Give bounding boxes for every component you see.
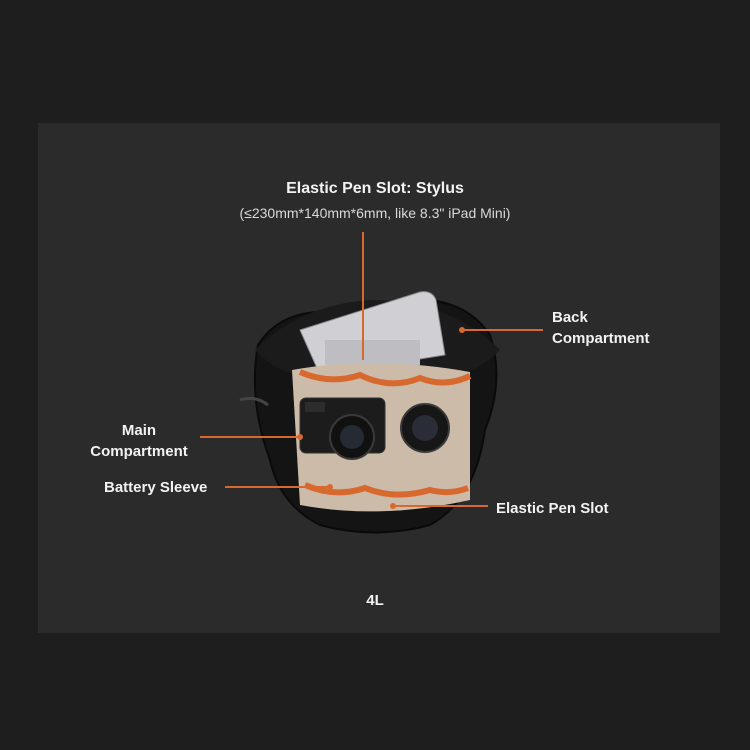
page-subtitle: (≤230mm*140mm*6mm, like 8.3" iPad Mini) [239, 205, 511, 221]
leader-dot-back [459, 327, 465, 333]
bag-strap [239, 396, 269, 407]
callout-main-compartment: Main Compartment [84, 420, 194, 462]
tablet-screen [325, 340, 420, 365]
leader-dot-main [297, 434, 303, 440]
orange-divider-top [298, 369, 472, 387]
orange-divider-bottom [303, 482, 470, 498]
spare-lens-glass [412, 415, 438, 441]
callout-back-line1: Back [552, 309, 588, 326]
callout-back-compartment: Back Compartment [552, 307, 650, 349]
callout-battery-sleeve: Battery Sleeve [104, 479, 208, 496]
camera-viewfinder [305, 402, 325, 412]
callout-main-line2: Compartment [90, 443, 188, 460]
callout-main-line1: Main [121, 422, 157, 439]
camera-lens-glass [340, 425, 364, 449]
callout-elastic-pen-slot: Elastic Pen Slot [496, 500, 609, 517]
capacity-label: 4L [366, 592, 384, 609]
leader-dot-battery [327, 484, 333, 490]
page-title: Elastic Pen Slot: Stylus [286, 180, 464, 197]
leader-dot-pen [390, 503, 396, 509]
callout-back-line2: Compartment [552, 330, 650, 347]
